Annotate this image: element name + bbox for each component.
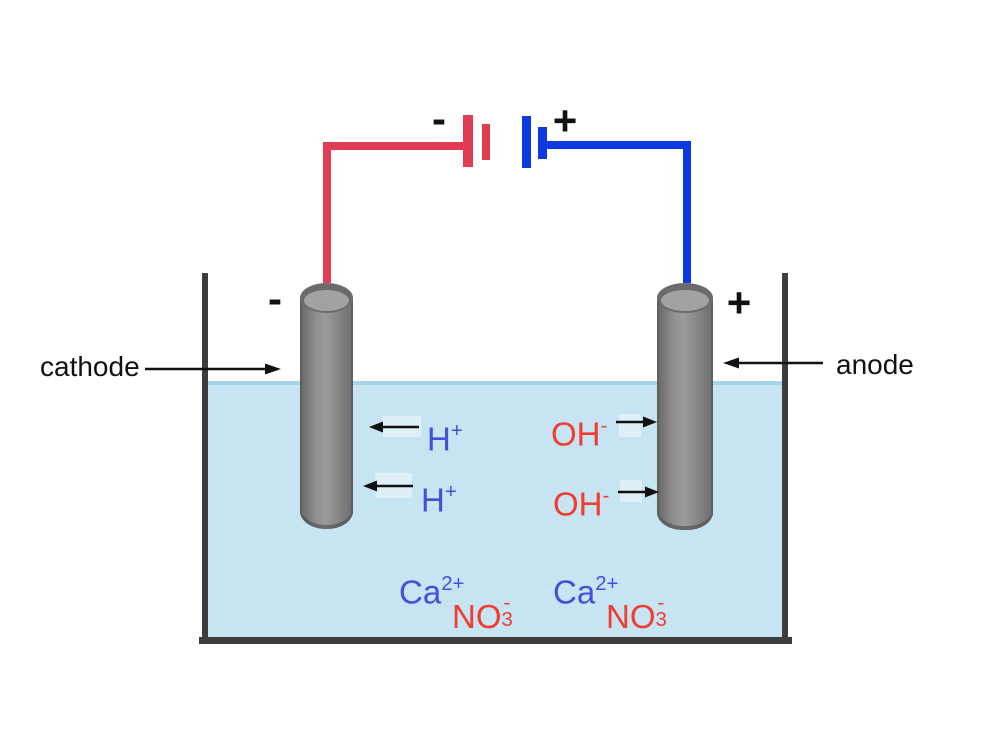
nitrate-ion-label: NO-3	[452, 591, 513, 635]
arrow-highlight	[619, 414, 641, 437]
anode-positive-sign: +	[726, 279, 752, 326]
beaker-right-wall	[782, 273, 788, 644]
battery-plate-positive-long	[522, 116, 531, 168]
anode-rod	[657, 283, 713, 530]
negative-wire-horizontal	[323, 142, 464, 150]
battery-plate-positive-short	[538, 127, 547, 159]
battery-plate-negative-short	[482, 124, 490, 160]
h-plus-arrow-left-icon	[369, 421, 419, 433]
cathode-rod	[300, 283, 353, 529]
hydrogen-ion-label: H+	[427, 419, 463, 458]
cathode-label: cathode	[40, 351, 140, 382]
hydrogen-ion-label: H+	[421, 480, 457, 519]
calcium-ion-label: Ca2+	[553, 572, 619, 611]
battery-positive-sign: +	[552, 97, 578, 144]
oh-minus-arrow-right-icon	[618, 486, 659, 498]
nitrate-ion-label: NO-3	[606, 591, 667, 635]
cathode-pointer-arrow-icon	[145, 363, 281, 375]
cathode-rod-body	[300, 297, 353, 529]
cathode-rod-top-face	[304, 290, 349, 311]
calcium-ion-label: Ca2+	[399, 572, 465, 611]
solution-surface	[208, 381, 782, 385]
anode-rod-top-face	[661, 290, 709, 311]
cathode-negative-sign: -	[268, 275, 282, 322]
battery-negative-sign: -	[432, 95, 446, 142]
h-plus-arrow-left-icon	[363, 480, 413, 492]
battery-plate-negative-long	[463, 115, 473, 167]
negative-wire-vertical	[323, 142, 331, 283]
hydroxide-ion-label: OH-	[553, 484, 610, 523]
anode-pointer-arrow-icon	[723, 357, 823, 369]
oh-minus-arrow-right-icon	[616, 416, 657, 428]
positive-wire-horizontal	[547, 141, 691, 149]
anode-label: anode	[836, 349, 914, 380]
beaker-left-wall	[202, 273, 208, 644]
hydroxide-ion-label: OH-	[551, 414, 608, 453]
beaker-bottom	[199, 637, 792, 644]
anode-rod-body	[657, 297, 713, 530]
positive-wire-vertical	[683, 141, 691, 283]
